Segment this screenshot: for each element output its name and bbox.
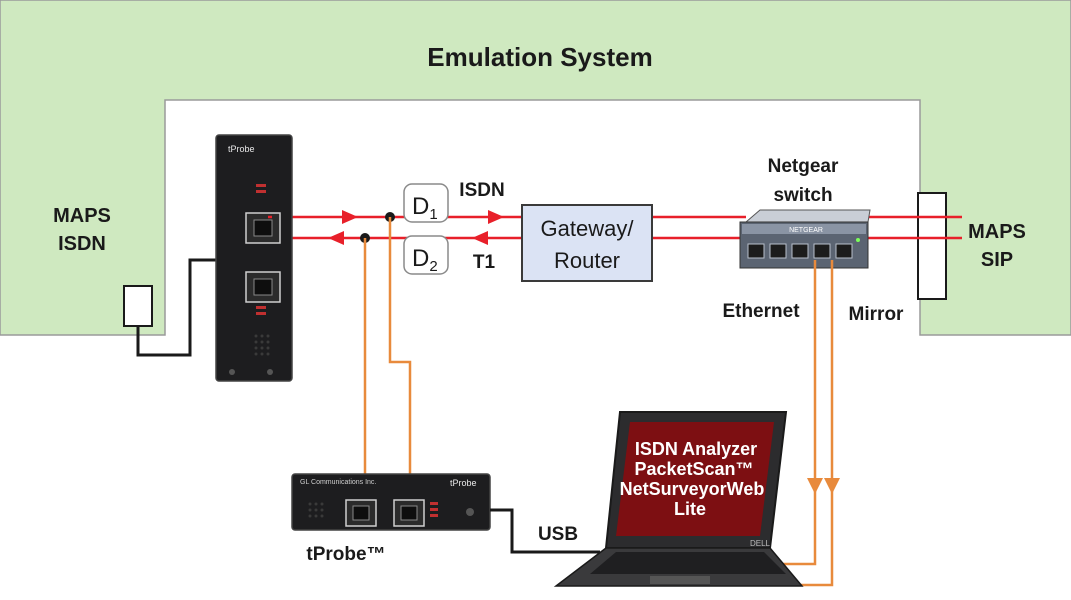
d2-letter: D bbox=[412, 245, 429, 272]
left-black-cable bbox=[136, 258, 230, 357]
d1-subscript: 1 bbox=[429, 206, 437, 223]
netgear-label: Netgear bbox=[768, 156, 839, 177]
left-connector-box bbox=[123, 285, 153, 327]
laptop-brand: DELL bbox=[750, 539, 771, 548]
emulation-system-frame bbox=[0, 0, 1071, 336]
laptop-screen-line3: NetSurveyorWeb bbox=[620, 479, 765, 499]
gateway-label: Gateway/ bbox=[541, 216, 635, 241]
orange-line-d1 bbox=[388, 217, 419, 504]
d2-subscript: 2 bbox=[429, 258, 437, 275]
isdn-label: ISDN bbox=[459, 180, 504, 201]
switch-brand: NETGEAR bbox=[789, 227, 823, 234]
horizontal-probe-brand: tProbe bbox=[450, 478, 477, 488]
emulation-system-title: Emulation System bbox=[427, 42, 652, 72]
laptop-screen-line4: Lite bbox=[674, 499, 706, 519]
mirror-down-arrow bbox=[824, 478, 840, 494]
isdn-arrow-right-1 bbox=[342, 210, 358, 224]
d2-label-box bbox=[403, 235, 449, 275]
isdn-arrow-left-1 bbox=[328, 231, 344, 245]
tprobe-label: tProbe™ bbox=[306, 544, 385, 565]
laptop: DELL bbox=[553, 411, 804, 587]
d1-label-box bbox=[403, 183, 449, 223]
router-label: Router bbox=[554, 248, 620, 273]
d1-label: D1 bbox=[412, 193, 438, 223]
maps-sip-label-line2: SIP bbox=[981, 249, 1013, 271]
ethernet-down-arrow bbox=[807, 478, 823, 494]
isdn-arrow-left-2 bbox=[472, 231, 488, 245]
laptop-screen-line2: PacketScan™ bbox=[634, 459, 753, 479]
netgear-switch: NETGEAR bbox=[739, 209, 871, 269]
right-connector-box bbox=[917, 192, 947, 300]
tprobe-vertical-device: tProbe bbox=[215, 134, 293, 382]
mirror-label: Mirror bbox=[849, 304, 905, 325]
maps-isdn-label-line1: MAPS bbox=[53, 205, 111, 227]
tprobe-horizontal-device: GL Communications Inc. tProbe bbox=[291, 473, 491, 531]
vertical-probe-brand: tProbe bbox=[228, 144, 255, 154]
usb-cable bbox=[490, 508, 600, 554]
horizontal-probe-maker: GL Communications Inc. bbox=[300, 479, 376, 486]
d2-label: D2 bbox=[412, 245, 438, 275]
laptop-screen-line1: ISDN Analyzer bbox=[635, 439, 757, 459]
maps-sip-label-line1: MAPS bbox=[968, 221, 1026, 243]
ethernet-label: Ethernet bbox=[722, 301, 800, 322]
usb-label: USB bbox=[538, 524, 578, 545]
switch-label: switch bbox=[773, 185, 832, 206]
t1-label: T1 bbox=[473, 252, 496, 273]
d1-letter: D bbox=[412, 193, 429, 220]
isdn-arrow-right-2 bbox=[488, 210, 504, 224]
gateway-router-box bbox=[521, 204, 653, 282]
maps-isdn-label-line2: ISDN bbox=[58, 233, 106, 255]
